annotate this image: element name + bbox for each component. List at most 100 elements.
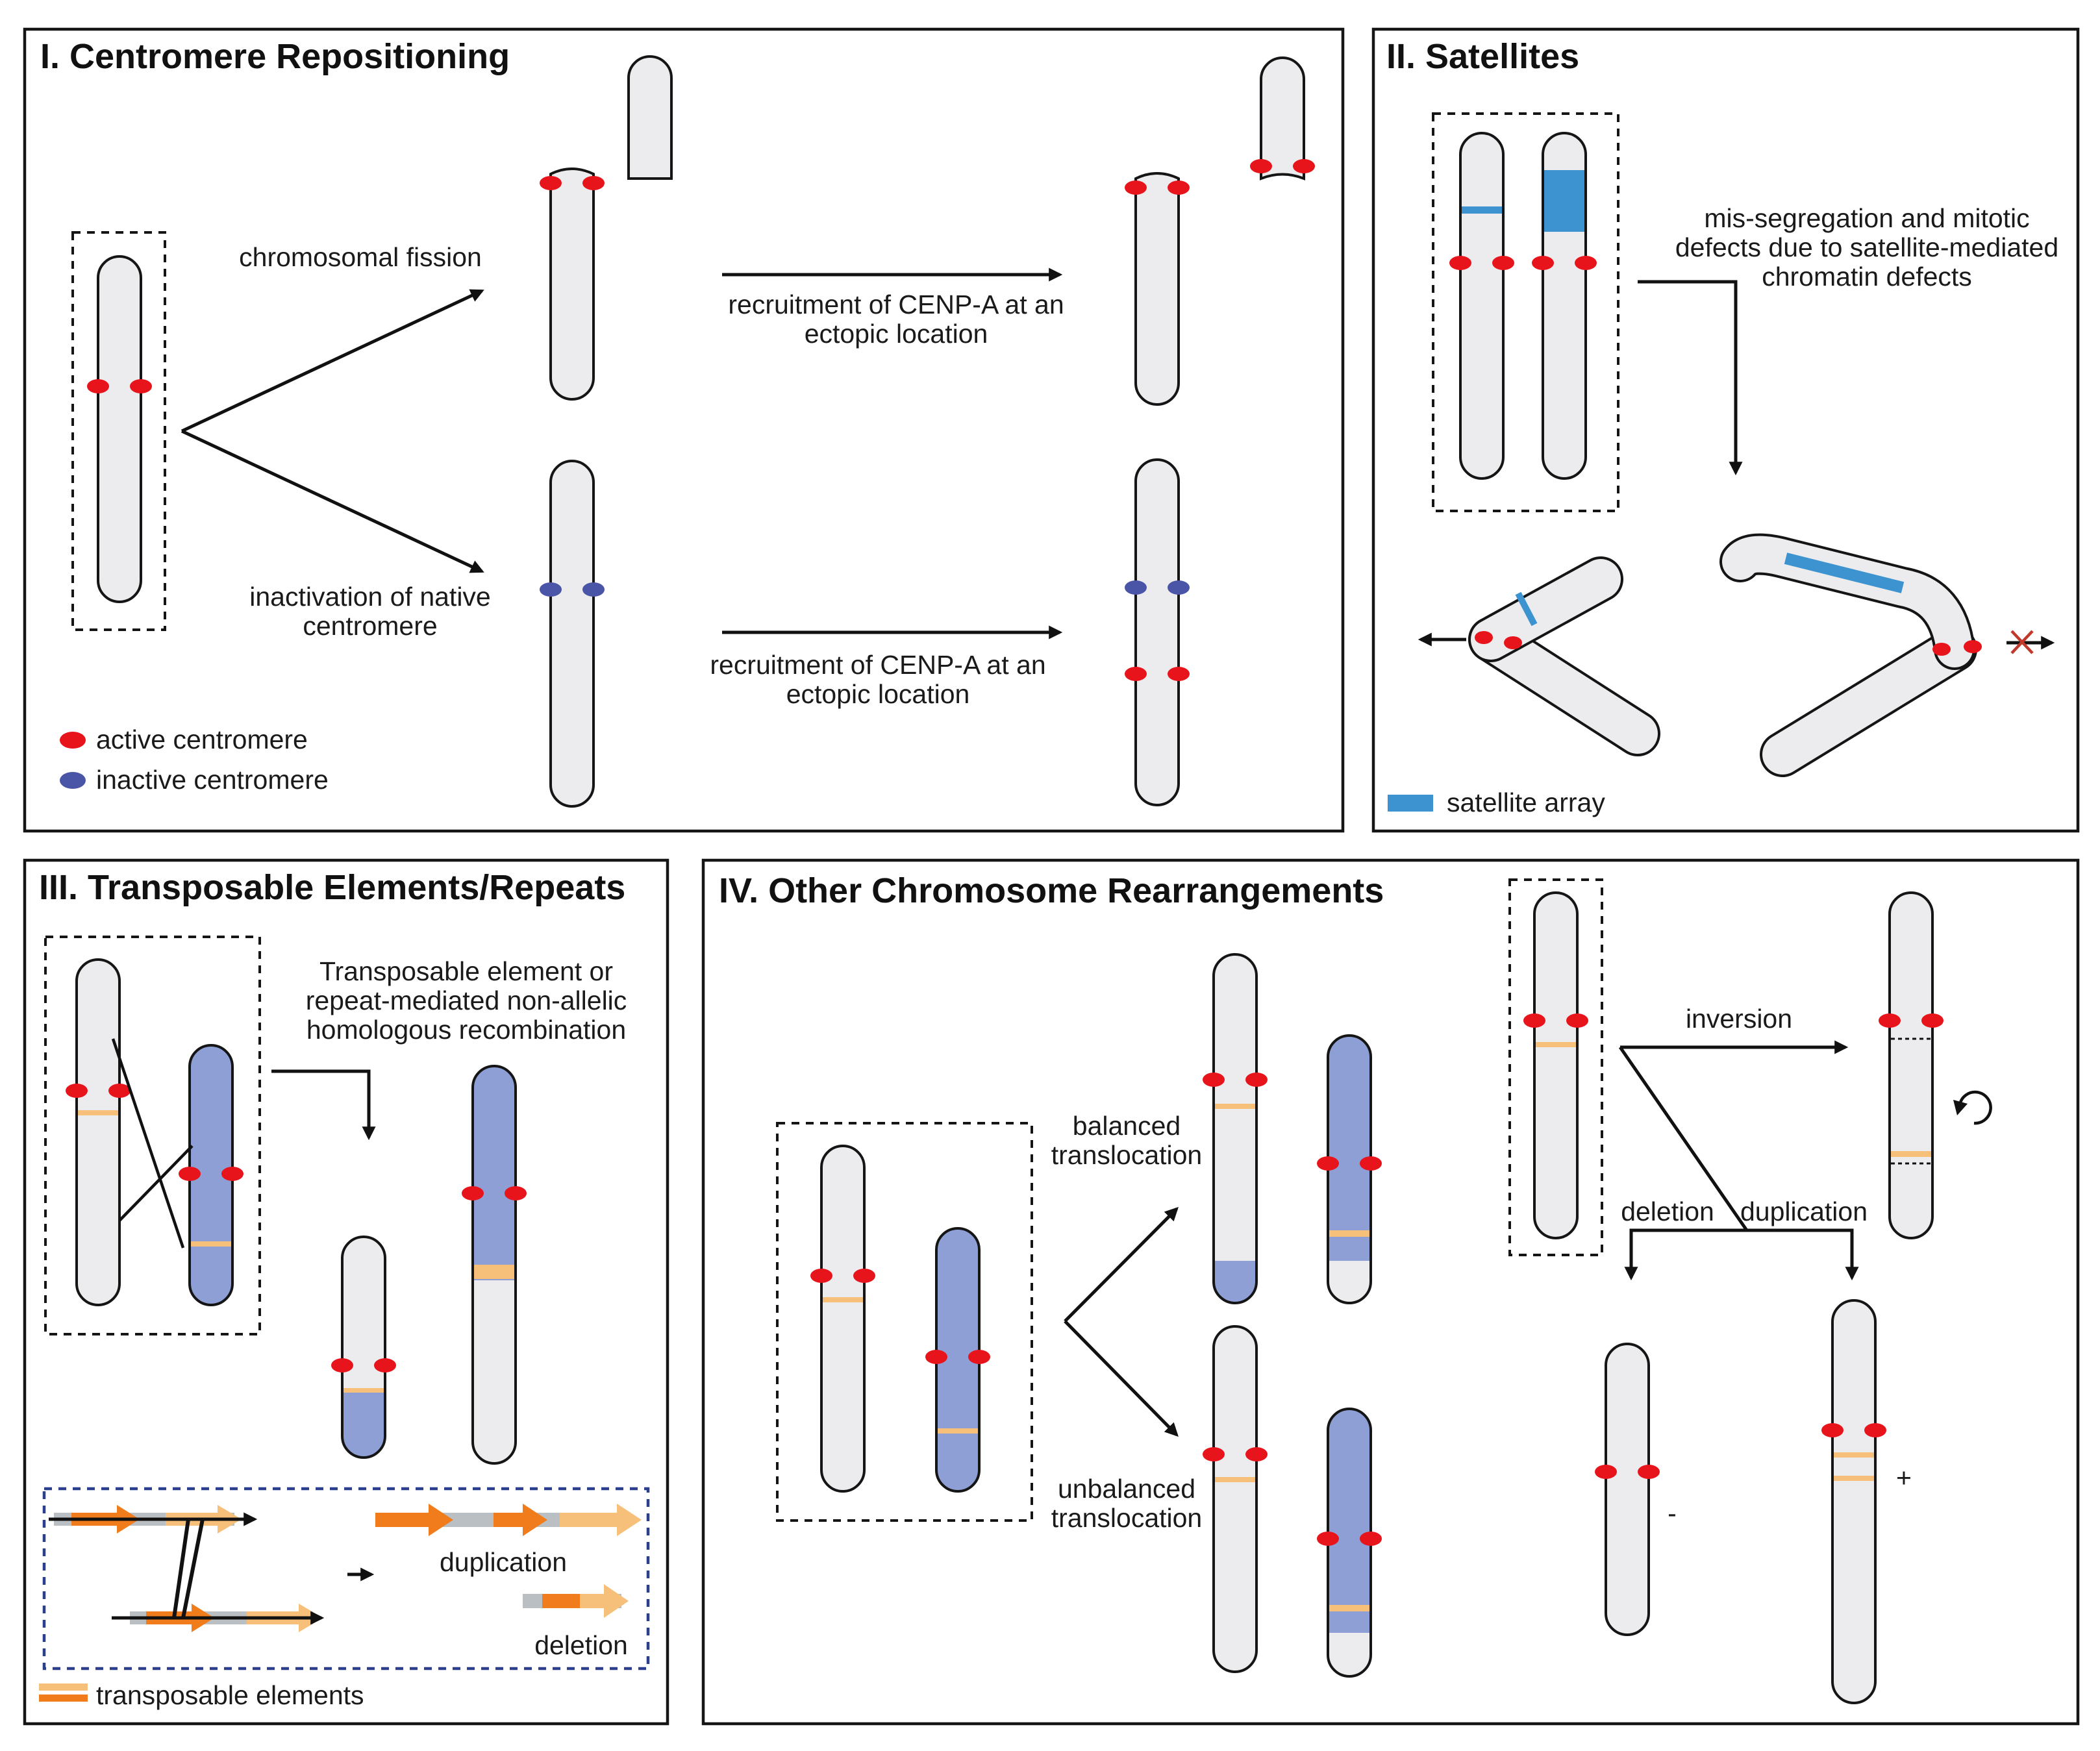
legend-te-swatch-dark — [39, 1695, 88, 1702]
blocked-x-icon — [2010, 630, 2034, 654]
recruitment-bottom-line2: ectopic location — [786, 679, 970, 709]
legend-inactive-label: inactive centromere — [96, 765, 329, 795]
active-centromere — [1595, 1465, 1617, 1479]
inactivation-label-line1: inactivation of native — [249, 582, 491, 612]
active-centromere — [1293, 159, 1315, 173]
satellite-desc-line2: defects due to satellite-mediated — [1675, 232, 2058, 262]
active-centromere — [462, 1186, 484, 1200]
active-centromere — [87, 379, 109, 393]
active-centromere — [1921, 1013, 1944, 1028]
te-product-large — [462, 1065, 527, 1465]
panel-4-title: IV. Other Chromosome Rearrangements — [719, 871, 1384, 910]
duplication-label: duplication — [1740, 1197, 1868, 1226]
active-centromere — [1475, 631, 1493, 644]
balanced-label-line1: balanced — [1073, 1111, 1181, 1141]
active-centromere — [968, 1350, 990, 1364]
panel-other-rearrangements: IV. Other Chromosome Rearrangements bala… — [701, 858, 2080, 1726]
recruitment-bottom-line1: recruitment of CENP-A at an — [710, 650, 1045, 680]
deletion-arrow — [1624, 1228, 1747, 1281]
active-centromere — [130, 379, 152, 393]
original-chromosome — [87, 255, 152, 603]
panel-1-frame — [23, 27, 1345, 833]
panel-3-title: III. Transposable Elements/Repeats — [39, 868, 625, 907]
panel-3-frame — [23, 858, 669, 1726]
active-centromere — [179, 1167, 201, 1181]
te-deletion-label: deletion — [534, 1630, 628, 1660]
fission-label: chromosomal fission — [239, 242, 482, 272]
active-centromere — [505, 1186, 527, 1200]
inactive-centromere — [1168, 580, 1190, 595]
active-centromere — [1203, 1447, 1225, 1461]
inversion-source-box — [1508, 878, 1603, 1256]
duplication-arrow — [1747, 1228, 1859, 1281]
nahr-arrow — [271, 1069, 376, 1141]
chromosome-large-satellite — [1532, 132, 1597, 480]
active-centromere — [66, 1084, 88, 1098]
active-centromere — [108, 1084, 131, 1098]
inactivation-arrow — [181, 429, 484, 573]
inverted-chromosome — [1879, 891, 1944, 1239]
balanced-label-line2: translocation — [1051, 1140, 1202, 1170]
active-centromere — [1360, 1156, 1382, 1171]
te-desc-line3: homologous recombination — [306, 1015, 626, 1045]
active-centromere — [582, 176, 605, 190]
recruitment-top-line2: ectopic location — [805, 319, 988, 349]
panel-4-frame — [701, 858, 2080, 1726]
unbalanced-product-blue — [1317, 1408, 1382, 1678]
active-centromere — [1125, 180, 1147, 195]
satellite-array — [1784, 553, 1905, 593]
active-centromere — [1821, 1423, 1844, 1437]
te-chromosome-gray — [66, 958, 131, 1306]
active-centromere — [1523, 1013, 1545, 1028]
active-centromere — [1125, 667, 1147, 681]
satellite-array — [1544, 170, 1584, 232]
active-centromere — [1168, 180, 1190, 195]
legend-te-swatch-light — [39, 1683, 88, 1691]
legend-panel-1: active centromere inactive centromere — [60, 725, 329, 795]
fission-large-fragment — [540, 168, 605, 401]
satellite-array — [1515, 591, 1538, 627]
te-mechanism-box — [42, 1487, 650, 1670]
inactivation-label-line2: centromere — [303, 611, 437, 641]
te-deletion-product — [523, 1584, 629, 1618]
inactive-centromere — [540, 582, 562, 597]
active-centromere — [1203, 1073, 1225, 1087]
te-mechanism-bottom-strand — [112, 1604, 325, 1632]
te-chromosome-blue — [179, 1044, 244, 1306]
unbalanced-label-line2: translocation — [1051, 1503, 1202, 1533]
active-centromere — [1317, 1156, 1339, 1171]
active-centromere — [1504, 636, 1522, 649]
active-centromere — [1532, 256, 1554, 270]
legend-active-label: active centromere — [96, 725, 308, 754]
active-centromere — [1168, 667, 1190, 681]
panel-satellites: II. Satellites mis-segregation and mitot… — [1371, 27, 2080, 833]
balanced-product-gray — [1203, 953, 1268, 1304]
large-fragment-after-recruitment — [1125, 172, 1190, 406]
balanced-product-blue — [1317, 1034, 1382, 1304]
translocation-source-gray — [810, 1145, 875, 1493]
chromosome-small-satellite — [1449, 132, 1514, 480]
crossover-lines — [172, 1519, 205, 1619]
active-centromere — [1250, 159, 1272, 173]
legend-active-swatch — [60, 732, 86, 749]
duplication-sign: + — [1896, 1463, 1912, 1493]
active-centromere — [1575, 256, 1597, 270]
active-centromere — [221, 1167, 244, 1181]
mis-segregation-arrow — [1638, 280, 1743, 476]
active-centromere — [1492, 256, 1514, 270]
active-centromere — [1449, 256, 1471, 270]
active-centromere — [1879, 1013, 1901, 1028]
active-centromere — [1245, 1073, 1268, 1087]
active-centromere — [331, 1358, 353, 1372]
active-centromere — [1566, 1013, 1588, 1028]
deletion-sign: - — [1668, 1498, 1677, 1528]
fission-small-fragment — [627, 55, 673, 180]
active-centromere — [925, 1350, 947, 1364]
active-centromere — [540, 176, 562, 190]
active-centromere — [1864, 1423, 1886, 1437]
rotate-icon — [1953, 1090, 1992, 1125]
te-product-small — [331, 1236, 396, 1459]
te-desc-line2: repeat-mediated non-allelic — [306, 986, 627, 1015]
legend-te-label: transposable elements — [96, 1680, 364, 1710]
